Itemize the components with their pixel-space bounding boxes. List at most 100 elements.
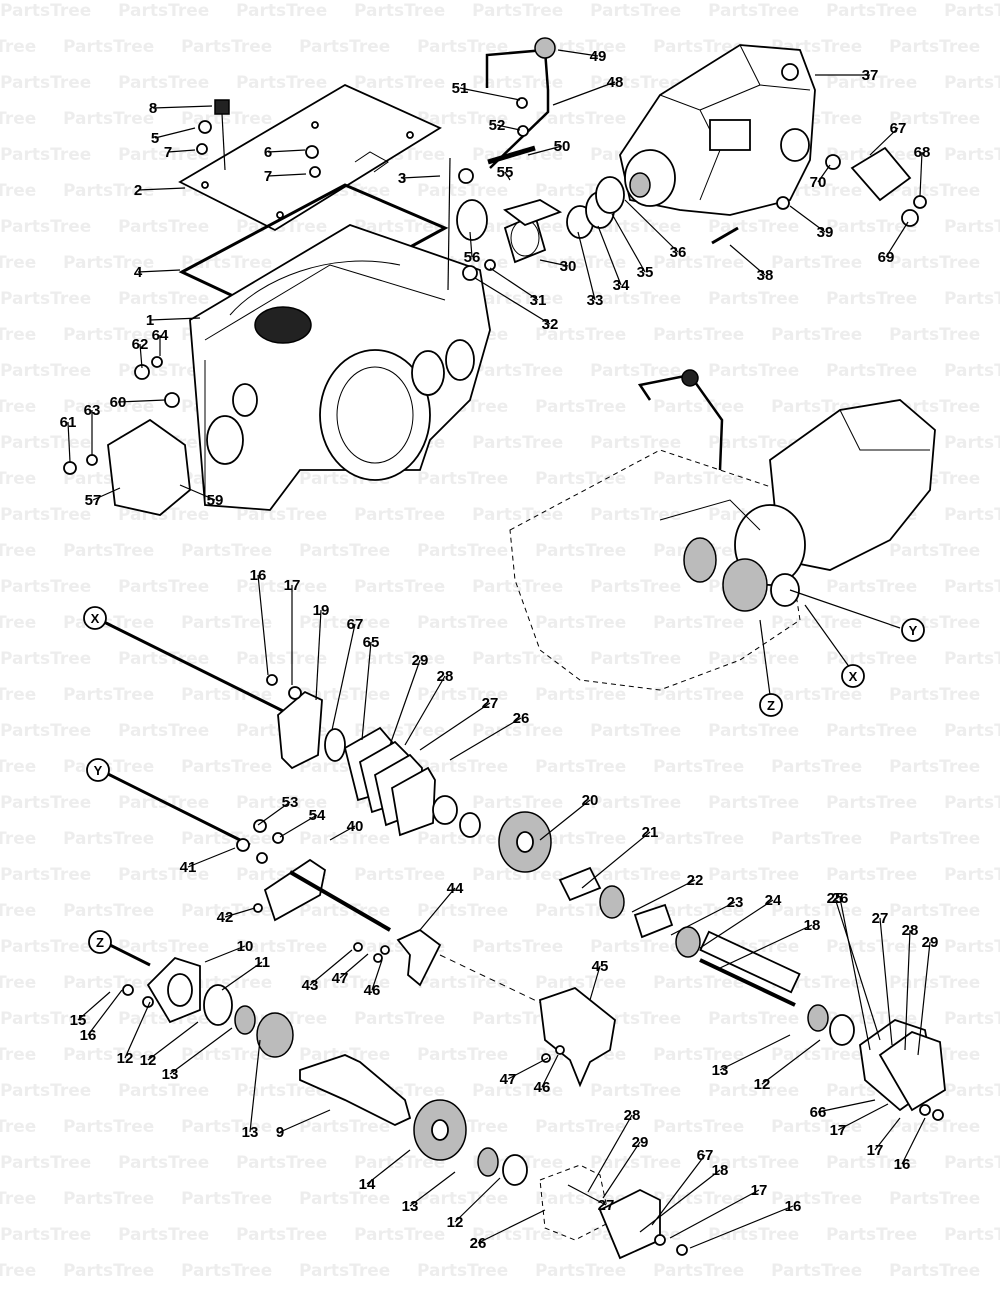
leader-line bbox=[699, 899, 774, 949]
watermark-text: PartsTree bbox=[771, 1117, 862, 1137]
watermark-text: PartsTree bbox=[590, 73, 681, 93]
callout-number: 67 bbox=[697, 1147, 714, 1164]
watermark-text: PartsTree bbox=[0, 1009, 91, 1029]
callout-number: 27 bbox=[872, 910, 889, 927]
callout-number: 46 bbox=[534, 1079, 551, 1096]
callout-number: 16 bbox=[785, 1198, 802, 1215]
watermark-text: PartsTree bbox=[535, 685, 626, 705]
callout-number: 6 bbox=[264, 144, 272, 161]
watermark-text: PartsTree bbox=[299, 613, 390, 633]
watermark-text: PartsTree bbox=[771, 1189, 862, 1209]
watermark-text: PartsTree bbox=[118, 1081, 209, 1101]
watermark-text: PartsTree bbox=[653, 829, 744, 849]
watermark-text: PartsTree bbox=[826, 721, 917, 741]
callout-number: 65 bbox=[363, 634, 380, 651]
callout-number: 27 bbox=[482, 695, 499, 712]
callout-number: 29 bbox=[412, 652, 429, 669]
watermark-text: PartsTree bbox=[181, 901, 272, 921]
leader-line bbox=[221, 961, 263, 991]
watermark-text: PartsTree bbox=[826, 577, 917, 597]
watermark-text: PartsTree bbox=[181, 1189, 272, 1209]
leader-line bbox=[539, 799, 591, 841]
callout-number: 8 bbox=[149, 100, 157, 117]
watermark-text: PartsTree bbox=[653, 1117, 744, 1137]
watermark-text: PartsTree bbox=[417, 37, 508, 57]
watermark-text: PartsTree bbox=[0, 577, 91, 597]
watermark-text: PartsTree bbox=[590, 649, 681, 669]
watermark-text: PartsTree bbox=[472, 865, 563, 885]
callout-number: 66 bbox=[810, 1104, 827, 1121]
watermark-text: PartsTree bbox=[944, 505, 1000, 525]
watermark-text: PartsTree bbox=[63, 397, 154, 417]
callout-number: 1 bbox=[146, 312, 154, 329]
callout-number: 35 bbox=[637, 264, 654, 281]
watermark-text: PartsTree bbox=[944, 1225, 1000, 1245]
leader-line bbox=[651, 1154, 706, 1226]
watermark-text: PartsTree bbox=[653, 397, 744, 417]
callout-number: 17 bbox=[830, 1122, 847, 1139]
watermark-text: PartsTree bbox=[0, 109, 36, 129]
watermark-text: PartsTree bbox=[944, 1, 1000, 21]
watermark-text: PartsTree bbox=[826, 793, 917, 813]
watermark-text: PartsTree bbox=[417, 469, 508, 489]
leader-line bbox=[719, 924, 813, 969]
watermark-text: PartsTree bbox=[535, 253, 626, 273]
watermark-text: PartsTree bbox=[944, 217, 1000, 237]
callout-number: 20 bbox=[582, 792, 599, 809]
watermark-text: PartsTree bbox=[944, 1009, 1000, 1029]
watermark-text: PartsTree bbox=[417, 541, 508, 561]
reference-marker: X bbox=[841, 664, 865, 688]
watermark-text: PartsTree bbox=[63, 325, 154, 345]
watermark-text: PartsTree bbox=[826, 1225, 917, 1245]
callout-number: 55 bbox=[497, 164, 514, 181]
watermark-text: PartsTree bbox=[889, 973, 980, 993]
watermark-text: PartsTree bbox=[590, 505, 681, 525]
callout-number: 17 bbox=[867, 1142, 884, 1159]
callout-number: 38 bbox=[757, 267, 774, 284]
watermark-text: PartsTree bbox=[771, 757, 862, 777]
watermark-text: PartsTree bbox=[181, 1117, 272, 1137]
callout-number: 16 bbox=[80, 1027, 97, 1044]
watermark-text: PartsTree bbox=[0, 253, 36, 273]
callout-number: 53 bbox=[282, 794, 299, 811]
watermark-text: PartsTree bbox=[708, 289, 799, 309]
leader-line bbox=[331, 623, 356, 731]
callout-number: 63 bbox=[84, 402, 101, 419]
callout-number: 37 bbox=[862, 67, 879, 84]
callout-number: 19 bbox=[313, 602, 330, 619]
leader-line bbox=[224, 907, 256, 918]
watermark-text: PartsTree bbox=[118, 865, 209, 885]
watermark-text: PartsTree bbox=[771, 829, 862, 849]
reference-marker: Z bbox=[759, 693, 783, 717]
callout-number: 29 bbox=[632, 1134, 649, 1151]
callout-layer: 1234567789101112121212131313131415161616… bbox=[60, 48, 939, 1252]
watermark-text: PartsTree bbox=[63, 973, 154, 993]
callout-number: 16 bbox=[894, 1156, 911, 1173]
watermark-text: PartsTree bbox=[535, 541, 626, 561]
watermark-text: PartsTree bbox=[0, 1261, 36, 1281]
callout-number: 16 bbox=[250, 567, 267, 584]
watermark-text: PartsTree bbox=[590, 793, 681, 813]
watermark-text: PartsTree bbox=[236, 793, 327, 813]
callout-number: 59 bbox=[207, 492, 224, 509]
watermark-text: PartsTree bbox=[653, 973, 744, 993]
assembled-view bbox=[509, 369, 936, 696]
callout-number: 12 bbox=[754, 1076, 771, 1093]
leader-line bbox=[477, 1209, 546, 1244]
leader-line bbox=[249, 1039, 261, 1133]
callout-number: 28 bbox=[437, 668, 454, 685]
leader-line bbox=[147, 1021, 199, 1061]
leader-line bbox=[117, 399, 166, 403]
watermark-text: PartsTree bbox=[771, 253, 862, 273]
callout-number: 64 bbox=[152, 327, 169, 344]
reference-marker: Z bbox=[88, 930, 112, 954]
callout-number: 22 bbox=[687, 872, 704, 889]
watermark-text: PartsTree bbox=[181, 253, 272, 273]
leader-line bbox=[267, 149, 306, 153]
callout-number: 39 bbox=[817, 224, 834, 241]
leader-line bbox=[449, 717, 522, 761]
leader-line bbox=[366, 1149, 411, 1185]
callout-number: 54 bbox=[309, 807, 326, 824]
callout-number: 17 bbox=[284, 577, 301, 594]
watermark-text: PartsTree bbox=[0, 1045, 36, 1065]
